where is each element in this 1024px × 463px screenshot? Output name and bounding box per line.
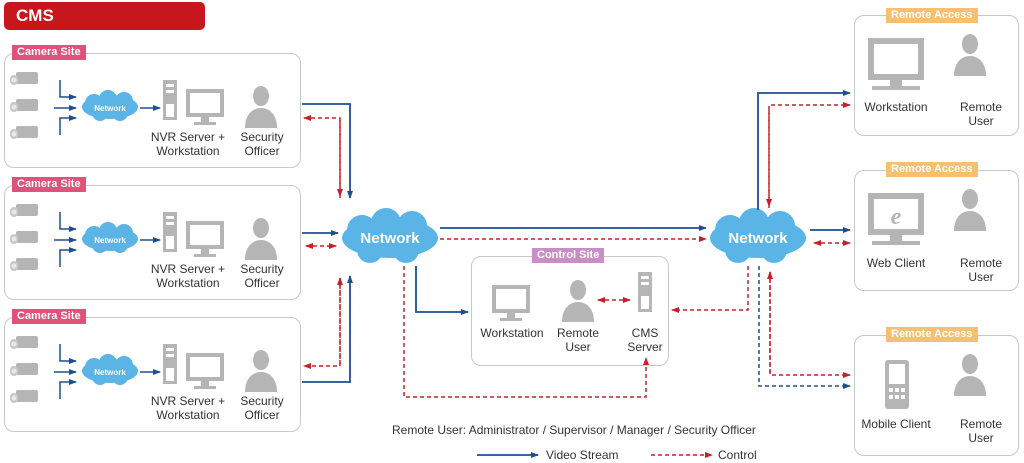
camera-icon — [10, 363, 38, 376]
remote-network-label: Network — [728, 230, 788, 247]
camera-icon — [10, 72, 38, 85]
nvr-server-icon — [163, 80, 177, 120]
control-site-tag: Control Site — [532, 248, 605, 263]
nvr-label: NVR Server +Workstation — [150, 394, 226, 422]
remote-access-tag: Remote Access — [886, 8, 978, 23]
remote-access-3 — [854, 335, 1019, 456]
legend-control-label: Control — [718, 448, 757, 462]
remote-user-icon — [562, 280, 594, 322]
mobile-client-icon — [885, 360, 909, 409]
video-stream-arrow — [415, 266, 469, 315]
control-arrow — [671, 266, 749, 313]
camera-icon — [10, 126, 38, 139]
site-network-label: Network — [94, 368, 126, 377]
svg-text:e: e — [891, 204, 902, 230]
remote-access-1 — [854, 15, 1019, 136]
web-client-icon: e — [868, 193, 924, 245]
camera-site-3 — [4, 317, 301, 432]
remote-user-note: Remote User: Administrator / Supervisor … — [392, 423, 756, 437]
remote-user-icon — [954, 34, 986, 76]
remote-workstation-icon — [868, 38, 924, 90]
camera-site-1-icons — [10, 72, 277, 139]
remote-device-label: Workstation — [864, 100, 928, 114]
control-arrow — [303, 115, 341, 198]
camera-site-2 — [4, 185, 301, 300]
camera-site-3-icons — [10, 336, 277, 403]
workstation-icon — [492, 285, 530, 321]
remote-access-tag: Remote Access — [886, 162, 978, 177]
video-stream-arrow — [758, 266, 851, 389]
monitor-icon — [186, 353, 224, 389]
camera-site-tag: Camera Site — [12, 309, 86, 324]
site-network-label: Network — [94, 104, 126, 113]
monitor-icon — [186, 221, 224, 257]
camera-site-1 — [4, 53, 301, 168]
nvr-server-icon — [163, 344, 177, 384]
security-officer-icon — [245, 86, 277, 128]
camera-icon — [10, 336, 38, 349]
nvr-label: NVR Server +Workstation — [150, 130, 226, 158]
video-stream-arrow — [757, 90, 851, 210]
camera-site-tag: Camera Site — [12, 45, 86, 60]
remote-device-label: Web Client — [866, 256, 926, 270]
security-officer-icon — [245, 350, 277, 392]
site-network-label: Network — [94, 236, 126, 245]
video-stream-arrow — [302, 103, 353, 199]
camera-icon — [10, 231, 38, 244]
legend-video-label: Video Stream — [546, 448, 619, 462]
remote-user-icon — [954, 189, 986, 231]
nvr-server-icon — [163, 212, 177, 252]
remote-access-tag: Remote Access — [886, 327, 978, 342]
control-workstation-label: Workstation — [480, 326, 544, 340]
control-arrow — [768, 102, 851, 208]
remote-user-icon — [954, 354, 986, 396]
control-arrow — [303, 278, 341, 369]
camera-icon — [10, 390, 38, 403]
monitor-icon — [186, 89, 224, 125]
camera-icon — [10, 204, 38, 217]
nvr-label: NVR Server +Workstation — [150, 262, 226, 290]
camera-icon — [10, 99, 38, 112]
camera-site-2-icons — [10, 204, 277, 271]
camera-site-tag: Camera Site — [12, 177, 86, 192]
security-officer-icon — [245, 218, 277, 260]
control-arrow — [403, 266, 649, 398]
video-stream-arrow — [302, 275, 353, 383]
central-network-label: Network — [360, 230, 420, 247]
camera-icon — [10, 258, 38, 271]
cms-server-icon — [638, 272, 652, 312]
remote-device-label: Mobile Client — [861, 417, 931, 431]
control-arrow — [769, 272, 851, 378]
cms-title-bar: CMS — [4, 2, 205, 30]
